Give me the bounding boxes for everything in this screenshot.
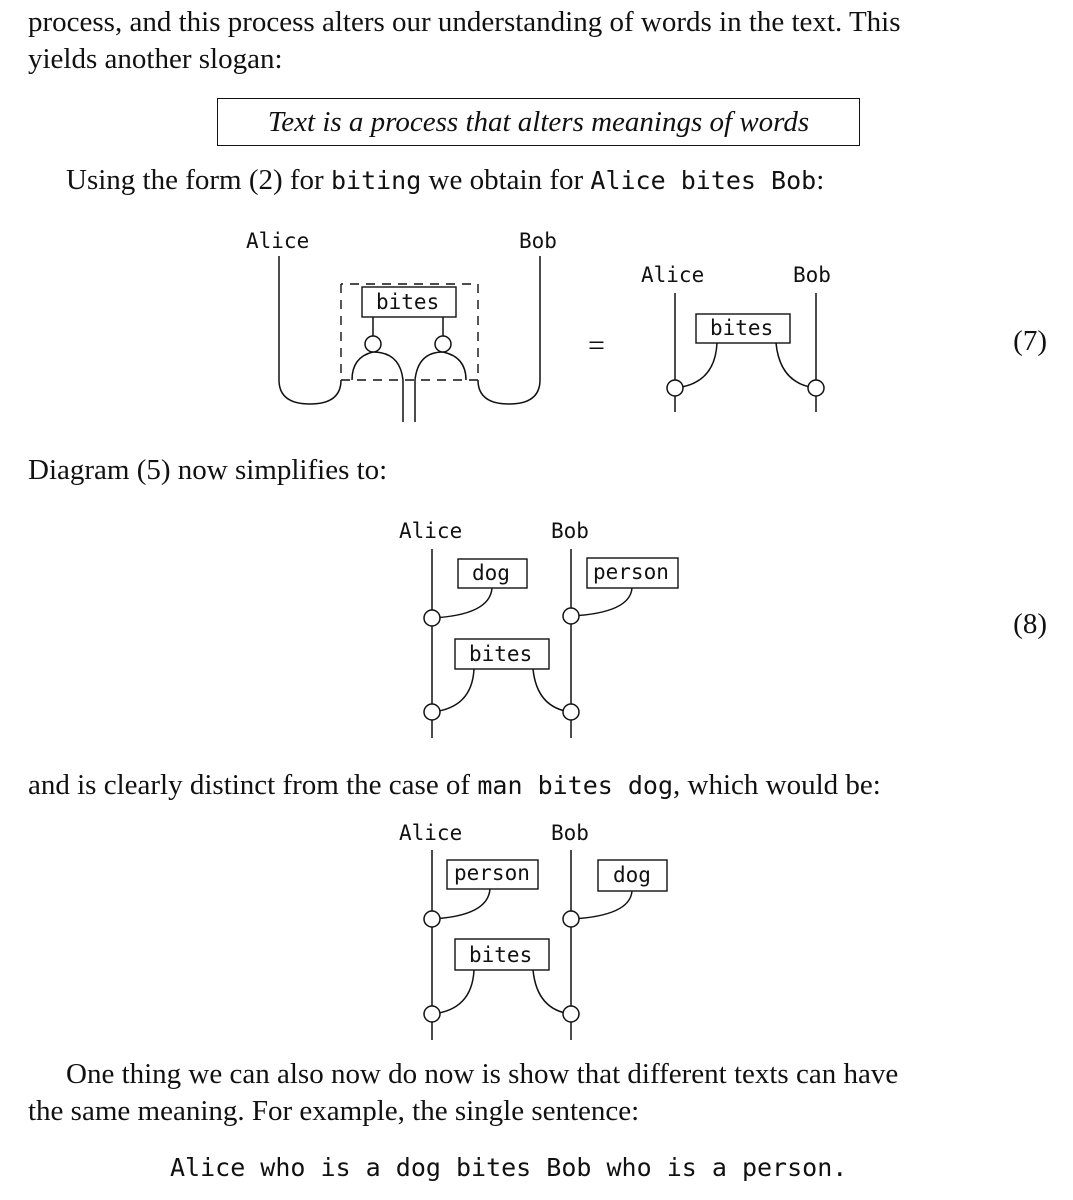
code-alice-bites-bob: Alice bites Bob — [590, 166, 817, 195]
spider-dot — [423, 1005, 441, 1023]
wire — [570, 587, 633, 617]
diagram-7: Alice Bob bites = Alice Bob bites — [246, 229, 831, 422]
wire-label-alice: Alice — [641, 263, 704, 287]
code-biting: biting — [330, 166, 422, 195]
bites-box — [361, 286, 457, 318]
bites-label: bites — [469, 943, 532, 967]
wire — [431, 888, 491, 920]
cup-wire-left — [278, 256, 342, 405]
spider-dot — [364, 335, 382, 353]
wire — [431, 969, 475, 1015]
wire — [442, 351, 467, 381]
text-segment: we obtain for — [421, 164, 591, 196]
wire-label-bob: Bob — [551, 519, 589, 543]
example-sentence: Alice who is a dog bites Bob who is a pe… — [170, 1153, 848, 1182]
spider-dot — [423, 609, 441, 627]
wire-label-alice: Alice — [246, 229, 309, 253]
diagram-man-bites-dog: Alice Bob person dog bites — [399, 821, 668, 1040]
diagram-8: Alice Bob dog person bites — [399, 519, 679, 738]
spider-dot — [562, 910, 580, 928]
spider-dot — [807, 379, 825, 397]
wire — [431, 668, 475, 713]
wire — [351, 351, 374, 381]
text-segment: , which would be: — [673, 769, 881, 801]
wire — [570, 890, 633, 920]
wire-label-bob: Bob — [519, 229, 557, 253]
cup-wire-right — [477, 256, 541, 405]
paragraph-man-bites-dog: and is clearly distinct from the case of… — [28, 769, 881, 802]
wire — [414, 351, 444, 381]
spider-dot — [423, 703, 441, 721]
spider-dot — [562, 1005, 580, 1023]
bites-label: bites — [376, 290, 439, 314]
dog-label: dog — [472, 561, 510, 585]
spider-dot — [423, 910, 441, 928]
spider-dot — [666, 379, 684, 397]
dog-box — [597, 859, 668, 892]
paragraph-line: One thing we can also now do now is show… — [66, 1058, 899, 1090]
paragraph-line: process, and this process alters our und… — [28, 6, 901, 38]
equation-number-7: (7) — [1013, 325, 1047, 357]
dashed-box — [340, 283, 479, 381]
bites-label: bites — [710, 316, 773, 340]
text-segment: and is clearly distinct from the case of — [28, 769, 478, 801]
dog-box — [457, 558, 528, 589]
spider-dot — [434, 335, 452, 353]
wire — [431, 587, 493, 619]
equals-sign: = — [588, 329, 605, 362]
paragraph-line: the same meaning. For example, the singl… — [28, 1095, 640, 1127]
dog-label: dog — [613, 863, 651, 887]
wire — [674, 342, 718, 389]
code-man-bites-dog: man bites dog — [477, 771, 674, 800]
paragraph-biting: Using the form (2) for biting we obtain … — [66, 164, 824, 197]
paragraph-simplifies: Diagram (5) now simplifies to: — [28, 454, 388, 486]
wire — [775, 342, 817, 389]
text-segment: : — [816, 164, 825, 196]
wire — [372, 351, 404, 381]
text-segment: Using the form (2) for — [66, 164, 331, 196]
person-label: person — [593, 560, 669, 584]
bites-box — [454, 638, 550, 670]
wire-label-alice: Alice — [399, 519, 462, 543]
bites-box — [454, 938, 550, 971]
bites-box — [695, 313, 791, 344]
spider-dot — [562, 703, 580, 721]
slogan-box: Text is a process that alters meanings o… — [217, 98, 860, 146]
person-label: person — [454, 861, 530, 885]
person-box — [586, 557, 679, 589]
paragraph-line: yields another slogan: — [28, 43, 283, 75]
wire-label-bob: Bob — [551, 821, 589, 845]
equation-number-8: (8) — [1013, 608, 1047, 640]
spider-dot — [562, 607, 580, 625]
wire-label-alice: Alice — [399, 821, 462, 845]
wire-label-bob: Bob — [793, 263, 831, 287]
bites-label: bites — [469, 642, 532, 666]
person-box — [446, 859, 539, 890]
